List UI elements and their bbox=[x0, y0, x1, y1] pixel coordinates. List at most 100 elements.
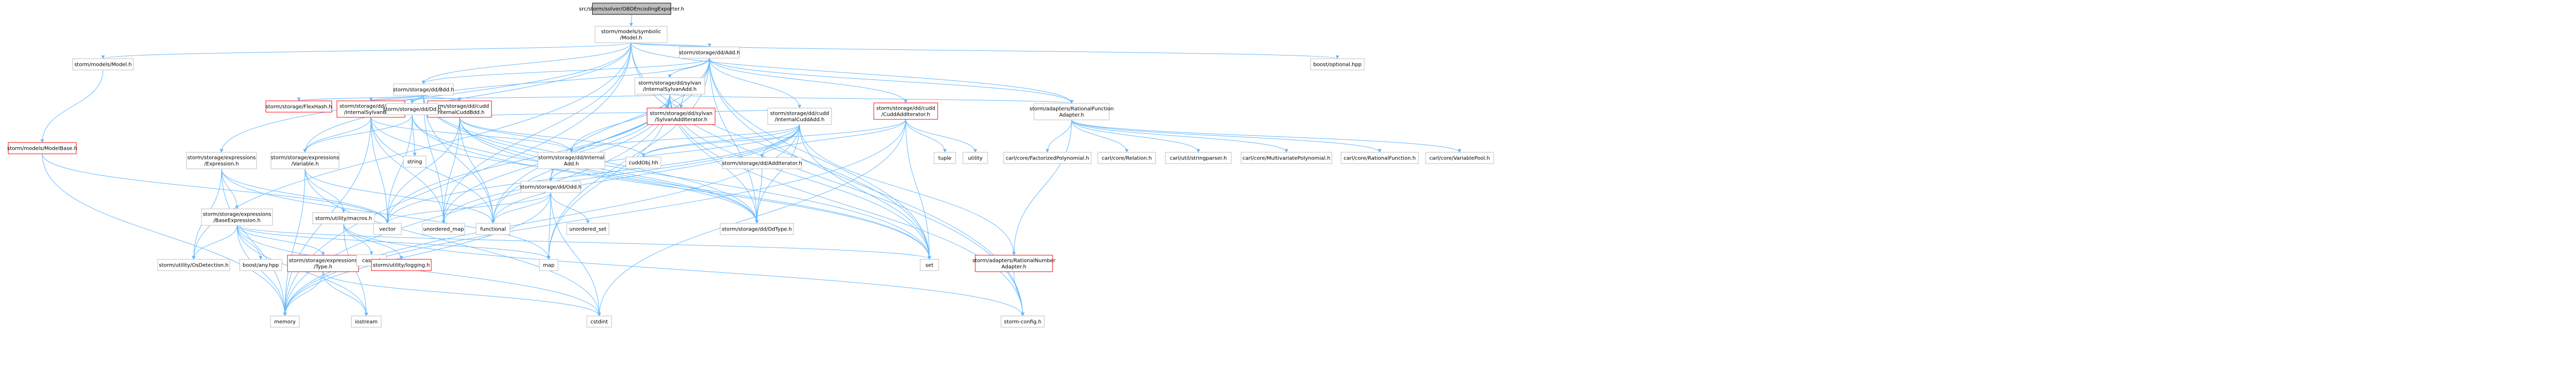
node-additer[interactable]: storm/storage/dd/AddIterator.h bbox=[722, 157, 802, 169]
node-box bbox=[1425, 152, 1494, 164]
node-expr-type[interactable]: storm/storage/expressions/Type.h bbox=[287, 255, 359, 272]
node-add[interactable]: storm/storage/dd/Add.h bbox=[679, 46, 740, 59]
node-label: storm/storage/FlexHash.h bbox=[266, 104, 332, 110]
node-box bbox=[520, 181, 581, 193]
node-osdetection[interactable]: storm/utility/OsDetection.h bbox=[157, 259, 230, 271]
edge-rational-num-to-storm-config bbox=[1013, 271, 1025, 316]
node-functional[interactable]: functional bbox=[476, 223, 511, 235]
node-box bbox=[934, 152, 956, 164]
node-sylvan-addit[interactable]: storm/storage/dd/sylvan/SylvanAddIterato… bbox=[647, 108, 716, 125]
node-variable[interactable]: storm/storage/expressions/Variable.h bbox=[270, 152, 340, 169]
node-label: storm/adapters/RationalNumber bbox=[972, 258, 1056, 264]
node-box bbox=[422, 223, 465, 235]
node-cudd-h[interactable]: cuddObj.hh bbox=[625, 156, 662, 169]
edge-cudd-bdd-to-cudd-h bbox=[459, 117, 646, 157]
node-cstdint[interactable]: cstdint bbox=[586, 315, 612, 328]
node-carl-stringparser[interactable]: carl/util/stringparser.h bbox=[1165, 152, 1232, 164]
edge-cudd-add-to-rational-num bbox=[799, 124, 1016, 256]
node-flexhash[interactable]: storm/storage/FlexHash.h bbox=[265, 100, 332, 113]
node-cudd-add[interactable]: storm/storage/dd/cudd/InternalCuddAdd.h bbox=[767, 108, 832, 125]
node-symbolic-model[interactable]: storm/models/symbolic/Model.h bbox=[595, 26, 668, 43]
node-vector[interactable]: vector bbox=[373, 223, 402, 235]
edge-sylvan-bdd-to-unordered-map bbox=[370, 117, 446, 224]
node-carl-relation[interactable]: carl/core/Relation.h bbox=[1097, 152, 1156, 164]
node-iostream[interactable]: iostream bbox=[351, 315, 382, 328]
node-carl-multivar[interactable]: carl/core/MultivariatePolynomial.h bbox=[1241, 152, 1332, 164]
node-logging[interactable]: storm/utility/logging.h bbox=[371, 259, 432, 271]
edge-add-to-storm-config bbox=[709, 58, 1025, 316]
node-models-model[interactable]: storm/models/Model.h bbox=[72, 58, 134, 70]
node-label: storm/utility/OsDetection.h bbox=[159, 263, 228, 269]
edge-cudd-bdd-to-set bbox=[459, 117, 931, 260]
node-box bbox=[647, 108, 716, 125]
node-macros[interactable]: storm/utility/macros.h bbox=[312, 212, 375, 224]
node-sylvan-add[interactable]: storm/storage/dd/sylvan/InternalSylvanAd… bbox=[634, 77, 705, 95]
edge-cudd-bdd-to-internal-add bbox=[459, 117, 573, 153]
node-base-expr[interactable]: storm/storage/expressions/BaseExpression… bbox=[201, 208, 273, 226]
node-modelbase[interactable]: storm/models/ModelBase.h bbox=[7, 142, 77, 154]
node-label: storm/storage/dd/Bdd.h bbox=[393, 87, 454, 93]
node-label: Add.h bbox=[564, 162, 579, 167]
node-map[interactable]: map bbox=[539, 259, 558, 271]
node-label: storm/storage/dd/cudd bbox=[770, 111, 829, 117]
node-dd-dd[interactable]: storm/storage/dd/Dd.h bbox=[383, 103, 442, 115]
node-box bbox=[634, 77, 705, 95]
node-label: Adapter.h bbox=[1059, 113, 1084, 118]
node-storm-config[interactable]: storm-config.h bbox=[1001, 315, 1045, 328]
node-expression[interactable]: storm/storage/expressions/Expression.h bbox=[186, 152, 257, 169]
edge-add-to-bdd bbox=[421, 58, 710, 84]
node-box bbox=[265, 100, 332, 113]
node-label: storm/utility/logging.h bbox=[373, 263, 430, 269]
edge-symbolic-model-to-osdetection bbox=[192, 42, 632, 260]
edge-dd-odd-to-vector bbox=[385, 192, 551, 224]
node-label: storm/storage/dd/Internal bbox=[538, 155, 604, 161]
node-label: src/storm/solver/OBDEncodingExporter.h bbox=[579, 7, 684, 12]
node-bdd[interactable]: storm/storage/dd/Bdd.h bbox=[393, 83, 454, 96]
node-label: map bbox=[543, 263, 554, 269]
node-carl-varpool[interactable]: carl/core/VariablePool.h bbox=[1425, 152, 1494, 164]
node-label: carl/core/FactorizedPolynomial.h bbox=[1006, 156, 1089, 162]
node-label: carl/core/Relation.h bbox=[1101, 156, 1151, 162]
node-boost-optional[interactable]: boost/optional.hpp bbox=[1310, 58, 1365, 70]
node-label: storm/storage/dd/sylvan bbox=[638, 81, 701, 86]
node-label: storm/storage/dd/cudd bbox=[430, 104, 489, 110]
node-box bbox=[539, 259, 558, 271]
node-string[interactable]: string bbox=[403, 155, 427, 168]
node-label: storm/adapters/RationalFunction bbox=[1029, 107, 1113, 112]
node-box bbox=[722, 157, 802, 169]
node-utility[interactable]: utility bbox=[962, 152, 988, 164]
node-dd-odd[interactable]: storm/storage/dd/Odd.h bbox=[520, 181, 582, 193]
edge-expr-type-to-memory bbox=[283, 271, 324, 316]
node-boost-any[interactable]: boost/any.hpp bbox=[239, 259, 282, 271]
node-box bbox=[1033, 103, 1110, 120]
node-unordered-set[interactable]: unordered_set bbox=[566, 223, 609, 235]
node-carl-factorized[interactable]: carl/core/FactorizedPolynomial.h bbox=[1003, 152, 1092, 164]
edge-cudd-additer-to-additer bbox=[760, 119, 906, 158]
node-set[interactable]: set bbox=[920, 259, 939, 271]
edge-variable-to-macros bbox=[304, 168, 346, 213]
node-label: storm/models/symbolic bbox=[601, 29, 661, 35]
node-box bbox=[476, 223, 511, 235]
node-box bbox=[975, 255, 1053, 272]
edge-add-to-cudd-additer bbox=[709, 58, 908, 103]
node-cudd-additer[interactable]: storm/storage/dd/cudd/CuddAddIterator.h bbox=[873, 102, 938, 120]
edge-root-to-symbolic-model bbox=[629, 14, 633, 27]
edge-rational-fn-to-carl-relation bbox=[1071, 119, 1129, 153]
node-box bbox=[566, 223, 609, 235]
node-label: functional bbox=[480, 227, 506, 233]
node-label: /InternalCuddAdd.h bbox=[775, 117, 825, 123]
node-cudd-bdd[interactable]: storm/storage/dd/cudd/InternalCuddBdd.h bbox=[427, 100, 492, 118]
edge-symbolic-model-to-bdd bbox=[421, 42, 632, 84]
edge-rational-fn-to-carl-multivar bbox=[1071, 119, 1289, 153]
node-label: memory bbox=[274, 320, 296, 325]
node-carl-ratfn[interactable]: carl/core/RationalFunction.h bbox=[1341, 152, 1419, 164]
edge-cudd-add-to-cudd-bdd bbox=[457, 108, 800, 118]
node-tuple[interactable]: tuple bbox=[934, 152, 956, 164]
node-ddtype[interactable]: storm/storage/dd/DdType.h bbox=[720, 223, 794, 235]
node-unordered-map[interactable]: unordered_map bbox=[422, 223, 465, 235]
edge-variable-to-memory bbox=[283, 168, 306, 316]
node-memory[interactable]: memory bbox=[270, 315, 300, 328]
